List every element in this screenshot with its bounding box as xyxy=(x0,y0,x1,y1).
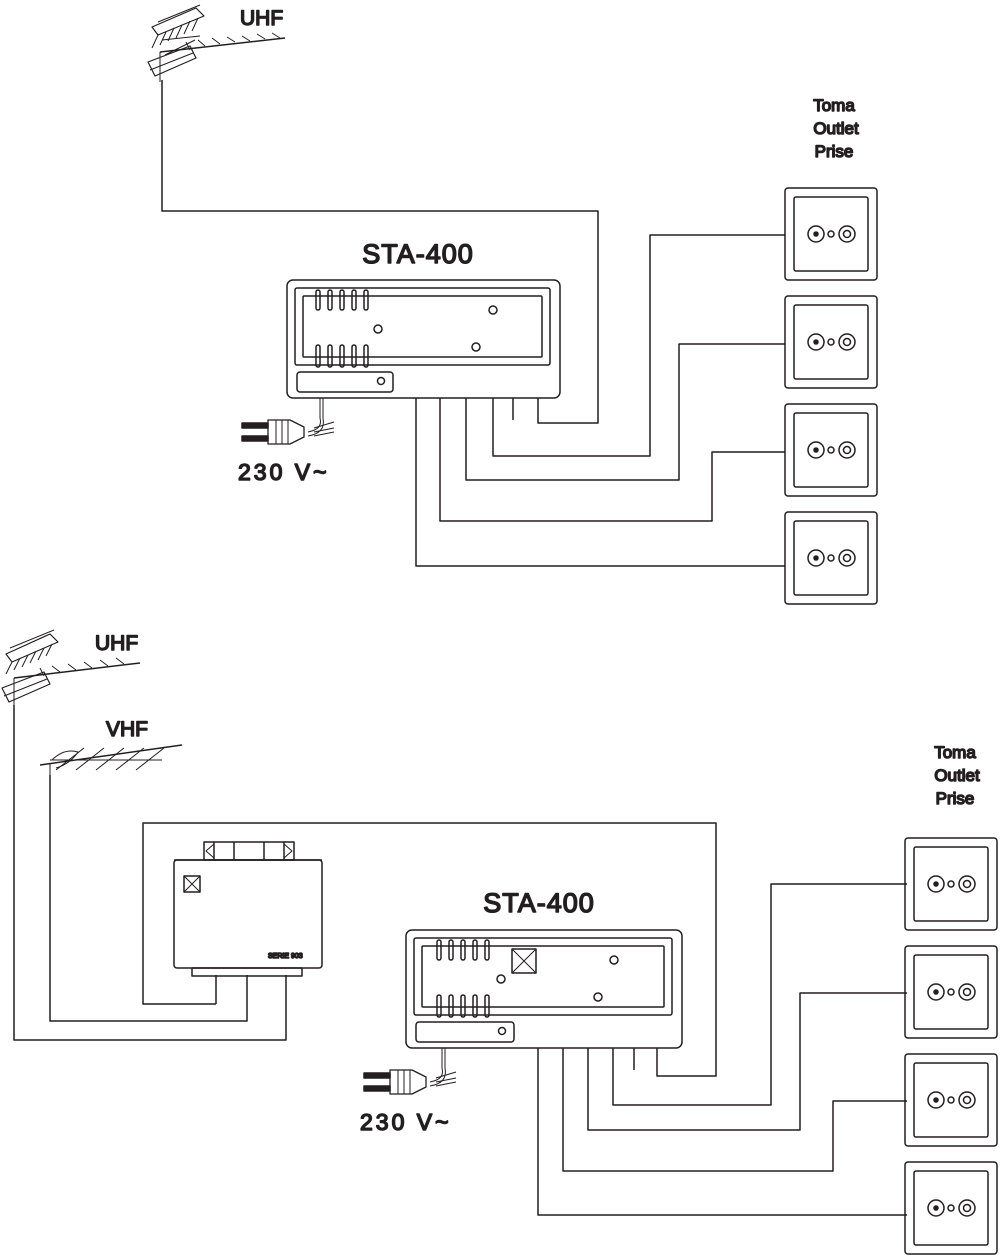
heatsink-fins-top xyxy=(436,939,490,961)
adjust-icon xyxy=(511,948,537,974)
svg-text:Prise: Prise xyxy=(936,789,975,808)
output-cables xyxy=(415,234,785,567)
heatsink-fins-bottom xyxy=(315,344,369,368)
diagram-uhf-vhf: UHF VHF xyxy=(1,629,998,1255)
device-model-label: STA-400 xyxy=(483,888,595,918)
svg-text:Prise: Prise xyxy=(815,142,854,161)
uhf-antenna-cable xyxy=(13,705,287,1041)
outlet-socket xyxy=(784,295,878,389)
module-label: SERIE 903 xyxy=(268,953,303,960)
uhf-label: UHF xyxy=(95,632,138,655)
heatsink-fins-bottom xyxy=(436,994,490,1018)
vhf-label: VHF xyxy=(106,718,148,741)
outlet-label: Toma Outlet Prise xyxy=(933,742,980,809)
uhf-antenna-icon xyxy=(147,4,286,82)
mixer-output-cable xyxy=(142,822,717,1077)
heatsink-fins-top xyxy=(315,289,369,311)
uhf-antenna-cable xyxy=(161,80,599,424)
outlet-socket xyxy=(904,1161,998,1255)
outlet-socket xyxy=(784,511,878,605)
serie-903-mixer xyxy=(173,841,323,1004)
outlet-socket xyxy=(904,837,998,931)
output-cables xyxy=(537,883,907,1216)
outlet-socket xyxy=(904,1053,998,1147)
voltage-label: 230 V~ xyxy=(360,1109,452,1135)
power-plug-icon xyxy=(363,1048,457,1095)
power-plug-icon xyxy=(241,398,335,445)
uhf-label: UHF xyxy=(240,7,283,30)
voltage-label: 230 V~ xyxy=(238,459,330,485)
outlet-label: Toma Outlet Prise xyxy=(812,95,859,162)
vhf-antenna-cable xyxy=(49,775,248,1022)
svg-text:Outlet: Outlet xyxy=(813,119,859,138)
diagram-single-uhf: UHF xyxy=(147,4,878,605)
vhf-antenna-icon xyxy=(39,744,183,780)
adjust-icon xyxy=(183,875,201,893)
svg-text:Toma: Toma xyxy=(813,96,855,115)
svg-text:Toma: Toma xyxy=(934,743,976,762)
device-model-label: STA-400 xyxy=(362,239,474,269)
sta-400-amplifier xyxy=(286,279,561,420)
uhf-antenna-icon xyxy=(1,629,141,706)
sta-400-amplifier xyxy=(405,929,683,1070)
outlet-socket xyxy=(904,945,998,1039)
svg-text:Outlet: Outlet xyxy=(934,766,980,785)
outlet-socket xyxy=(784,187,878,281)
outlet-socket xyxy=(784,403,878,497)
